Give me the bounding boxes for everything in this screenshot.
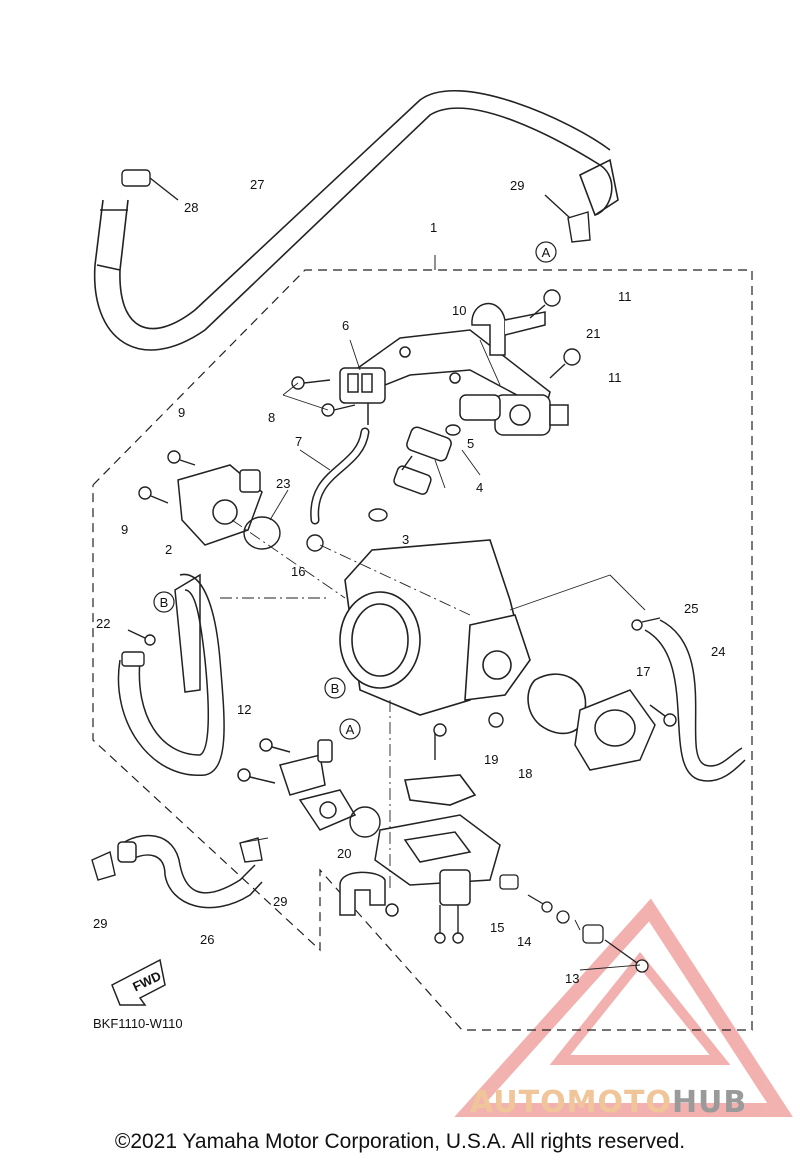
assembly-boundary bbox=[92, 269, 753, 1031]
hose-26 bbox=[117, 834, 263, 909]
watermark-text: AUTOMOTOHUB bbox=[470, 1085, 790, 1120]
callout-7: 7 bbox=[295, 434, 302, 449]
callout-29-left: 29 bbox=[93, 916, 107, 931]
injector-4 bbox=[393, 426, 452, 495]
callout-22: 22 bbox=[96, 616, 110, 631]
callout-18: 18 bbox=[518, 766, 532, 781]
callout-9-lower: 9 bbox=[121, 522, 128, 537]
fwd-arrow-icon: FWD bbox=[111, 958, 166, 1006]
callout-11-top: 11 bbox=[618, 289, 632, 304]
callout-10: 10 bbox=[452, 303, 466, 318]
callout-17: 17 bbox=[636, 664, 650, 679]
callout-13: 13 bbox=[565, 971, 579, 986]
marker-A-mid: A bbox=[339, 718, 361, 740]
plug-19 bbox=[488, 712, 504, 728]
bracket-21 bbox=[471, 302, 546, 356]
screw-17 bbox=[649, 704, 677, 727]
gasket-18 bbox=[527, 673, 587, 735]
callout-9-top: 9 bbox=[178, 405, 185, 420]
callout-25: 25 bbox=[684, 601, 698, 616]
hose-clip-28 bbox=[121, 169, 179, 201]
clip-22 bbox=[121, 629, 156, 667]
watermark-logo bbox=[454, 898, 793, 1117]
o-ring-large bbox=[349, 806, 381, 838]
screw-11-top bbox=[529, 289, 561, 319]
callout-19: 19 bbox=[484, 752, 498, 767]
callout-11-lower: 11 bbox=[608, 370, 622, 385]
callout-8: 8 bbox=[268, 410, 275, 425]
cover-plate bbox=[574, 689, 656, 771]
copyright-footer: ©2021 Yamaha Motor Corporation, U.S.A. A… bbox=[114, 1130, 686, 1153]
callout-23: 23 bbox=[276, 476, 290, 491]
callout-20: 20 bbox=[337, 846, 351, 861]
screw-13 bbox=[556, 910, 649, 973]
bracket-20 bbox=[339, 871, 399, 917]
drawing-code: BKF1110-W110 bbox=[93, 1016, 183, 1031]
marker-B-left: B bbox=[153, 591, 175, 613]
joint-12 bbox=[237, 738, 357, 831]
callout-16: 16 bbox=[291, 564, 305, 579]
clip-29-left bbox=[91, 851, 116, 881]
marker-B-mid-label: B bbox=[331, 681, 340, 696]
o-ring-23 bbox=[243, 516, 281, 550]
throttle-position-sensor-2 bbox=[177, 464, 263, 546]
marker-B-left-label: B bbox=[160, 595, 169, 610]
callout-4: 4 bbox=[476, 480, 483, 495]
callout-14: 14 bbox=[517, 934, 531, 949]
screw-14 bbox=[527, 894, 553, 913]
hose-clip-29-top bbox=[544, 194, 591, 243]
callout-12: 12 bbox=[237, 702, 251, 717]
callout-29-right: 29 bbox=[273, 894, 287, 909]
marker-A-mid-label: A bbox=[346, 722, 355, 737]
marker-A-top-label: A bbox=[542, 245, 551, 260]
spring-15 bbox=[499, 874, 519, 890]
nut-16 bbox=[306, 534, 324, 552]
screws-9 bbox=[138, 450, 196, 504]
leader-lines bbox=[220, 339, 646, 971]
o-ring-5 bbox=[445, 424, 461, 436]
screw-11-lower bbox=[549, 348, 581, 379]
callout-3: 3 bbox=[402, 532, 409, 547]
callout-2: 2 bbox=[165, 542, 172, 557]
callout-29-top: 29 bbox=[510, 178, 524, 193]
hose-22 bbox=[117, 573, 225, 776]
clip-29-right bbox=[239, 837, 263, 863]
callout-27: 27 bbox=[250, 177, 264, 192]
callout-15: 15 bbox=[490, 920, 504, 935]
callout-26: 26 bbox=[200, 932, 214, 947]
callout-28: 28 bbox=[184, 200, 198, 215]
screws-lower bbox=[433, 723, 464, 944]
throttle-body bbox=[339, 539, 531, 716]
hose-27 bbox=[93, 90, 619, 351]
callout-21: 21 bbox=[586, 326, 600, 341]
idle-valve bbox=[459, 394, 569, 436]
hose-7 bbox=[310, 427, 370, 525]
callout-6: 6 bbox=[342, 318, 349, 333]
intake-joint-lower bbox=[374, 814, 501, 906]
watermark-text-part1: AUTOMOTO bbox=[470, 1085, 672, 1120]
hose-24 bbox=[644, 619, 746, 782]
marker-A-top: A bbox=[535, 241, 557, 263]
callout-1: 1 bbox=[430, 220, 437, 235]
callout-24: 24 bbox=[711, 644, 725, 659]
clip-25 bbox=[631, 617, 661, 631]
callout-numbers: 1 2 3 4 5 6 7 8 9 9 10 11 11 12 13 14 15… bbox=[93, 177, 725, 986]
gasket-lower bbox=[403, 774, 477, 806]
callout-5: 5 bbox=[467, 436, 474, 451]
watermark-text-part2: HUB bbox=[671, 1085, 748, 1120]
sensor-6 bbox=[339, 367, 386, 425]
marker-B-mid: B bbox=[324, 677, 346, 699]
o-ring-3 bbox=[368, 508, 388, 522]
